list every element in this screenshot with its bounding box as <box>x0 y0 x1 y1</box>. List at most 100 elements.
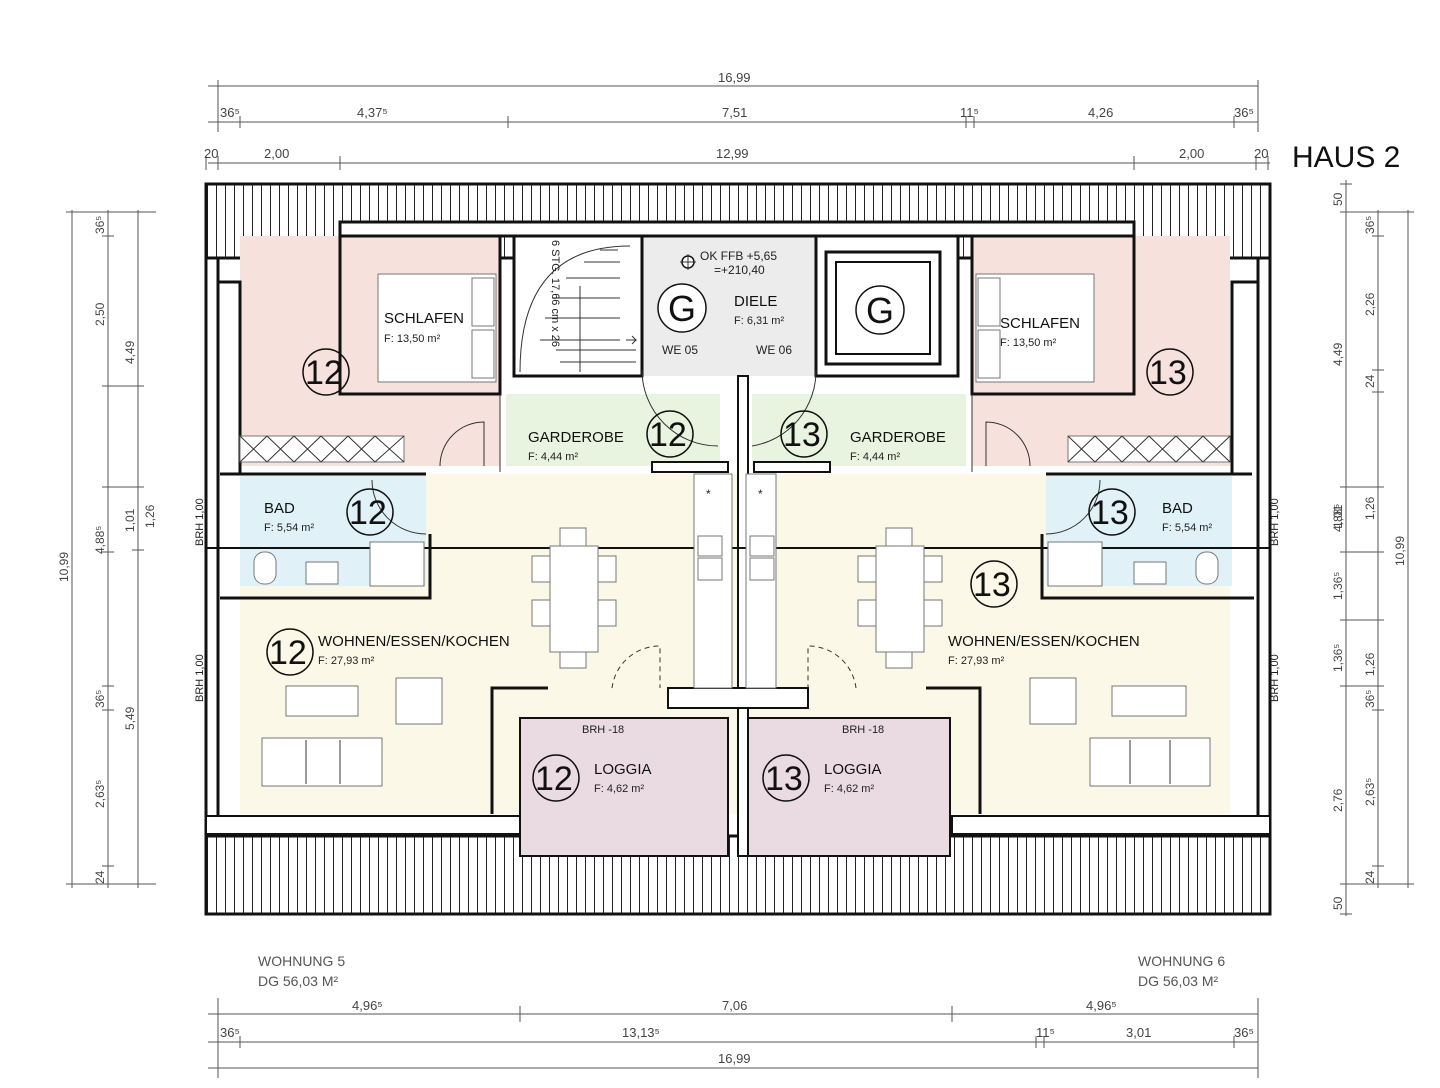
fill-garderobe-left <box>506 394 720 466</box>
room-loggia-right-name: LOGGIA <box>824 761 882 778</box>
dim-left-c1: 4,49 <box>123 340 137 364</box>
top-dimensions: 16,99 36⁵ 4,37⁵ 7,51 11⁵ 4,26 36⁵ 20 2,0… <box>204 70 1270 170</box>
dim-bottom-r1-1: 4,96⁵ <box>352 998 383 1013</box>
dim-bottom-total: 16,99 <box>718 1051 751 1066</box>
unit-12-garderobe: 12 <box>649 416 687 454</box>
lift-label-left: G <box>668 288 696 329</box>
dim-bottom-r2-1: 36⁵ <box>220 1025 240 1040</box>
brh-loggia-left: BRH -18 <box>582 724 624 736</box>
kitchen-counter-left <box>693 473 733 689</box>
dim-top-r3-4: 2,00 <box>1179 146 1204 161</box>
sofa-left <box>261 737 383 787</box>
wardrobe-right <box>1067 435 1231 463</box>
dim-right-b9: 24 <box>1363 870 1377 884</box>
dim-right-b8: 2,63⁵ <box>1363 778 1377 806</box>
stair-label: 6 STG. 17,66 cm x 26 <box>549 240 561 347</box>
dim-right-a2: 4,49 <box>1331 342 1345 366</box>
brh-right-lower: BRH 1,00 <box>1269 654 1281 702</box>
room-wohnen-right-area: F: 27,93 m² <box>948 655 1005 667</box>
room-fills <box>240 236 1232 857</box>
room-diele-name: DIELE <box>734 293 777 310</box>
wohnung-6-area: DG 56,03 M² <box>1138 973 1218 989</box>
we05-label: WE 05 <box>662 343 698 357</box>
dim-right-total: 10,99 <box>1393 536 1407 566</box>
dim-bottom-r2-3: 11⁵ <box>1036 1025 1055 1040</box>
dim-bottom-r2-2: 13,13⁵ <box>622 1025 660 1040</box>
room-wohnen-right-name: WOHNEN/ESSEN/KOCHEN <box>948 633 1140 650</box>
unit-12-wohnen: 12 <box>269 634 307 672</box>
dim-top-r2-5: 4,26 <box>1088 105 1113 120</box>
dim-right-b6: 1,36⁵ <box>1331 644 1345 672</box>
unit-markers: 12 12 12 12 12 13 13 13 13 13 <box>266 348 1194 802</box>
dim-bottom-r2-4: 3,01 <box>1126 1025 1151 1040</box>
dim-top-r2-4: 11⁵ <box>960 105 979 120</box>
room-bad-left-name: BAD <box>264 500 295 517</box>
ok-ffb-label: OK FFB +5,65 <box>700 249 777 263</box>
room-schlafen-right-name: SCHLAFEN <box>1000 315 1080 332</box>
dim-top-r2-3: 7,51 <box>722 105 747 120</box>
room-loggia-left-name: LOGGIA <box>594 761 652 778</box>
dim-left-d3: 1,01 <box>123 508 137 532</box>
room-garderobe-left-name: GARDEROBE <box>528 429 624 446</box>
doors <box>371 369 1101 689</box>
left-dimensions: 10,99 4,88⁵ 5,49 4,49 1,26 36⁵ 2,50 1,01… <box>57 210 157 888</box>
dim-right-c2: 1,26 <box>1363 652 1377 676</box>
dim-left-d2: 2,50 <box>93 302 107 326</box>
dim-right-b5: 1,36⁵ <box>1331 572 1345 600</box>
room-schlafen-right-area: F: 13,50 m² <box>1000 337 1057 349</box>
unit-summary: WOHNUNG 5 DG 56,03 M² WOHNUNG 6 DG 56,03… <box>258 953 1225 989</box>
dim-top-total: 16,99 <box>718 70 751 85</box>
extractor-star-right: * <box>758 487 763 501</box>
brh-loggia-right: BRH -18 <box>842 724 884 736</box>
unit-13-bad: 13 <box>1091 494 1129 532</box>
dim-right-b1: 36⁵ <box>1363 216 1377 234</box>
dim-top-r3-2: 2,00 <box>264 146 289 161</box>
dim-bottom-r1-2: 7,06 <box>722 998 747 1013</box>
ok-abs-label: =+210,40 <box>714 263 765 277</box>
dim-top-r2-1: 36⁵ <box>220 105 240 120</box>
wohnung-6-name: WOHNUNG 6 <box>1138 953 1225 969</box>
room-bad-left-area: F: 5,54 m² <box>264 522 314 534</box>
staircase[interactable]: 6 STG. 17,66 cm x 26 <box>519 240 638 373</box>
dim-right-c1: 1,26 <box>1363 496 1377 520</box>
dim-right-a4: 2,76 <box>1331 788 1345 812</box>
room-labels: SCHLAFEN F: 13,50 m² SCHLAFEN F: 13,50 m… <box>194 249 1281 795</box>
lift-circle-right <box>855 285 905 335</box>
dim-right-b3: 24 <box>1363 374 1377 388</box>
lift-circle-left <box>657 283 707 333</box>
brh-left-lower: BRH 1,00 <box>194 654 206 702</box>
dim-left-total: 10,99 <box>57 552 71 582</box>
room-wohnen-left-name: WOHNEN/ESSEN/KOCHEN <box>318 633 510 650</box>
room-bad-right-name: BAD <box>1162 500 1193 517</box>
dim-right-b2: 2,26 <box>1363 292 1377 316</box>
unit-13-loggia: 13 <box>765 760 803 798</box>
dim-bottom-r1-3: 4,96⁵ <box>1086 998 1117 1013</box>
dim-top-r3-5: 20 <box>1254 146 1268 161</box>
kitchen-counter-right <box>745 473 777 689</box>
dim-top-r2-6: 36⁵ <box>1234 105 1254 120</box>
room-schlafen-left-name: SCHLAFEN <box>384 310 464 327</box>
we06-label: WE 06 <box>756 343 792 357</box>
room-garderobe-right-name: GARDEROBE <box>850 429 946 446</box>
furniture: * * <box>239 254 1231 787</box>
right-dimensions: 50 4,49 4,88⁵ 2,76 50 36⁵ 2,26 24 1,01 1… <box>1331 180 1414 916</box>
wohnung-5-name: WOHNUNG 5 <box>258 953 345 969</box>
dim-bottom-r2-5: 36⁵ <box>1234 1025 1254 1040</box>
unit-13-garderobe: 13 <box>783 416 821 454</box>
dim-top-r2-2: 4,37⁵ <box>357 105 388 120</box>
brh-right-upper: BRH 1,00 <box>1269 498 1281 546</box>
dim-left-d4: 36⁵ <box>93 690 107 708</box>
room-loggia-right-area: F: 4,62 m² <box>824 783 874 795</box>
dim-left-d1: 36⁵ <box>93 216 107 234</box>
dim-top-r3-1: 20 <box>204 146 218 161</box>
fill-loggia-left <box>519 717 729 857</box>
wohnung-5-area: DG 56,03 M² <box>258 973 338 989</box>
brh-left-upper: BRH 1,00 <box>194 498 206 546</box>
room-wohnen-left-area: F: 27,93 m² <box>318 655 375 667</box>
room-diele-area: F: 6,31 m² <box>734 315 784 327</box>
dim-right-a1: 50 <box>1331 192 1345 206</box>
extractor-star-left: * <box>706 487 711 501</box>
lift: G G <box>657 250 942 366</box>
dining-table-left <box>549 545 599 653</box>
